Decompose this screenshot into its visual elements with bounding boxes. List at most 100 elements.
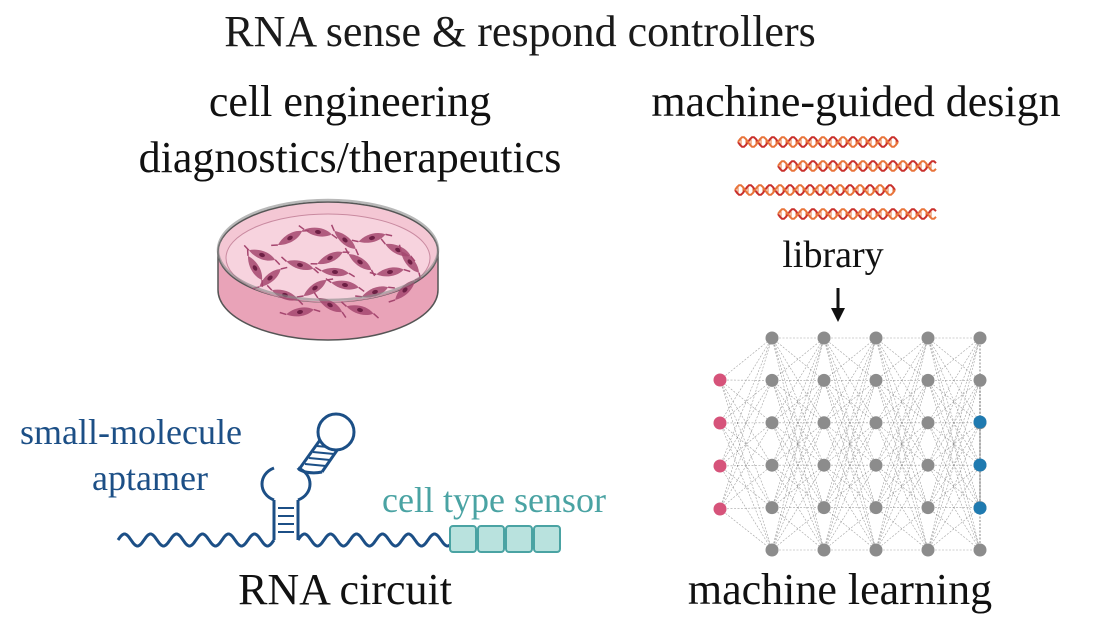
network-edge: [823, 422, 877, 466]
output-node: [973, 501, 987, 515]
network-edge: [875, 337, 929, 508]
hidden-node: [817, 331, 831, 345]
hidden-node: [817, 416, 831, 430]
network-edge: [927, 507, 981, 551]
cell-icon: [313, 291, 347, 319]
cell-type-sensor-label: cell type sensor: [382, 480, 606, 520]
rna-circuit-icon: [116, 412, 561, 553]
network-nodes: [713, 331, 987, 557]
network-edge: [927, 380, 981, 551]
network-edge: [875, 337, 929, 466]
network-edge: [927, 422, 981, 466]
rna-strand-left: [116, 532, 276, 548]
diagnostics-therapeutics-heading: diagnostics/therapeutics: [138, 133, 562, 182]
hidden-node: [921, 543, 935, 557]
network-edge: [927, 337, 981, 466]
network-edge: [771, 380, 825, 551]
network-edge: [771, 422, 825, 466]
hidden-node: [765, 543, 779, 557]
hidden-node: [765, 373, 779, 387]
network-edge: [875, 380, 929, 424]
network-edge: [823, 380, 877, 508]
network-edge: [719, 380, 773, 510]
dna-strand-icon: [777, 160, 937, 172]
network-edge: [771, 464, 825, 508]
network-edge: [719, 380, 773, 424]
network-edge: [719, 379, 773, 424]
library-label: library: [782, 234, 884, 276]
cell-type-sensor-icon: [449, 525, 561, 553]
hidden-node: [817, 543, 831, 557]
rna-circuit-label: RNA circuit: [238, 565, 452, 614]
network-edge: [927, 337, 981, 381]
dna-library-icon: [734, 136, 937, 220]
network-edge: [771, 337, 825, 551]
network-edge: [719, 422, 773, 551]
network-edge: [927, 337, 981, 423]
network-edge: [875, 380, 929, 508]
network-edge: [719, 464, 773, 510]
dna-strand-icon: [777, 208, 937, 220]
network-edge: [823, 380, 877, 424]
network-edge: [823, 465, 877, 551]
cell-icon: [298, 224, 338, 240]
network-edge: [771, 380, 825, 508]
network-edge: [771, 337, 825, 381]
network-edge: [823, 422, 877, 551]
network-edge: [823, 337, 877, 466]
rna-strand-middle: [296, 532, 451, 548]
network-edge: [823, 507, 877, 551]
cell-icon: [252, 266, 288, 290]
cell-icon: [279, 307, 321, 317]
network-edge: [719, 422, 773, 508]
hidden-node: [817, 458, 831, 472]
network-edge: [719, 507, 773, 510]
network-edge: [927, 337, 981, 381]
network-edge: [927, 464, 981, 508]
network-edge: [719, 337, 773, 424]
input-node: [713, 416, 727, 430]
network-edge: [927, 465, 981, 551]
hidden-node: [765, 331, 779, 345]
hidden-node: [921, 331, 935, 345]
arrow-down-icon: [831, 288, 845, 322]
network-edge: [719, 380, 773, 467]
network-edge: [771, 422, 825, 551]
network-edge: [771, 337, 825, 508]
network-edge: [719, 337, 773, 510]
network-edge: [771, 380, 825, 424]
network-edge: [823, 337, 877, 551]
network-edge: [927, 422, 981, 551]
hidden-node: [869, 373, 883, 387]
network-edge: [823, 422, 877, 466]
network-edge: [875, 380, 929, 508]
cell-icon: [369, 267, 411, 277]
network-edge: [823, 464, 877, 508]
output-node: [973, 458, 987, 472]
network-edge: [719, 422, 773, 466]
aptamer-hairpin-icon: [260, 412, 356, 540]
hidden-node: [921, 458, 935, 472]
network-edge: [823, 337, 877, 381]
network-edge: [771, 464, 825, 508]
network-edge: [875, 464, 929, 508]
hidden-node: [973, 331, 987, 345]
network-edge: [823, 337, 877, 466]
network-edge: [823, 380, 877, 551]
network-edge: [875, 507, 929, 551]
hidden-node: [869, 458, 883, 472]
network-edge: [823, 337, 877, 508]
network-edges: [719, 337, 981, 551]
network-edge: [771, 337, 825, 466]
hidden-node: [869, 543, 883, 557]
network-edge: [927, 337, 981, 508]
network-edge: [927, 464, 981, 508]
diagram-title: RNA sense & respond controllers: [224, 7, 816, 56]
network-edge: [771, 337, 825, 423]
hidden-node: [817, 501, 831, 515]
network-edge: [927, 337, 981, 466]
hidden-node: [921, 501, 935, 515]
network-edge: [719, 379, 773, 508]
network-edge: [875, 337, 929, 466]
